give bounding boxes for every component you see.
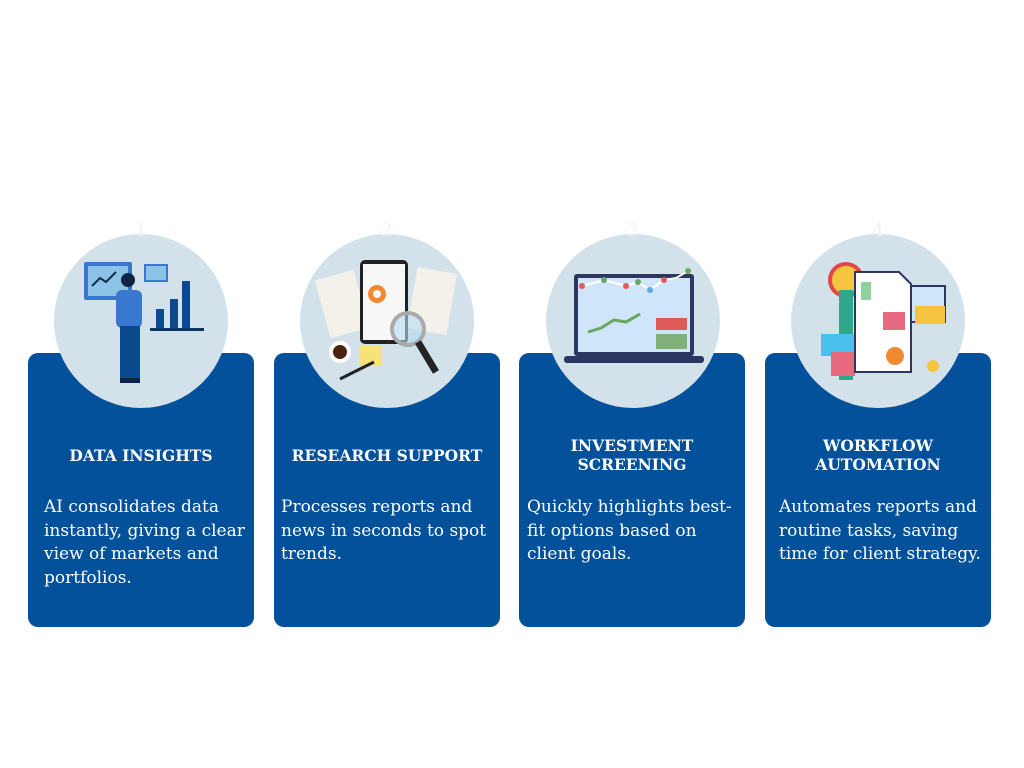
card-description: Processes reports and news in seconds to… <box>281 497 487 564</box>
card-description: AI consolidates data instantly, giving a… <box>44 497 245 588</box>
document-automation-icon <box>791 234 965 408</box>
card-description: Quickly highlights best-fit options base… <box>527 497 732 564</box>
step-number: 3 <box>627 220 639 241</box>
research-documents-icon <box>300 234 474 408</box>
card-title: INVESTMENT SCREENING <box>570 436 694 474</box>
analyst-chart-icon <box>54 234 228 408</box>
card-title: WORKFLOW AUTOMATION <box>815 436 941 474</box>
card-title: DATA INSIGHTS <box>69 445 213 465</box>
laptop-trading-chart-icon <box>546 234 720 408</box>
step-number: 1 <box>135 220 147 241</box>
step-number: 4 <box>872 220 884 241</box>
step-number: 2 <box>381 220 393 241</box>
card-description: Automates reports and routine tasks, sav… <box>779 497 981 564</box>
card-title: RESEARCH SUPPORT <box>291 445 483 465</box>
